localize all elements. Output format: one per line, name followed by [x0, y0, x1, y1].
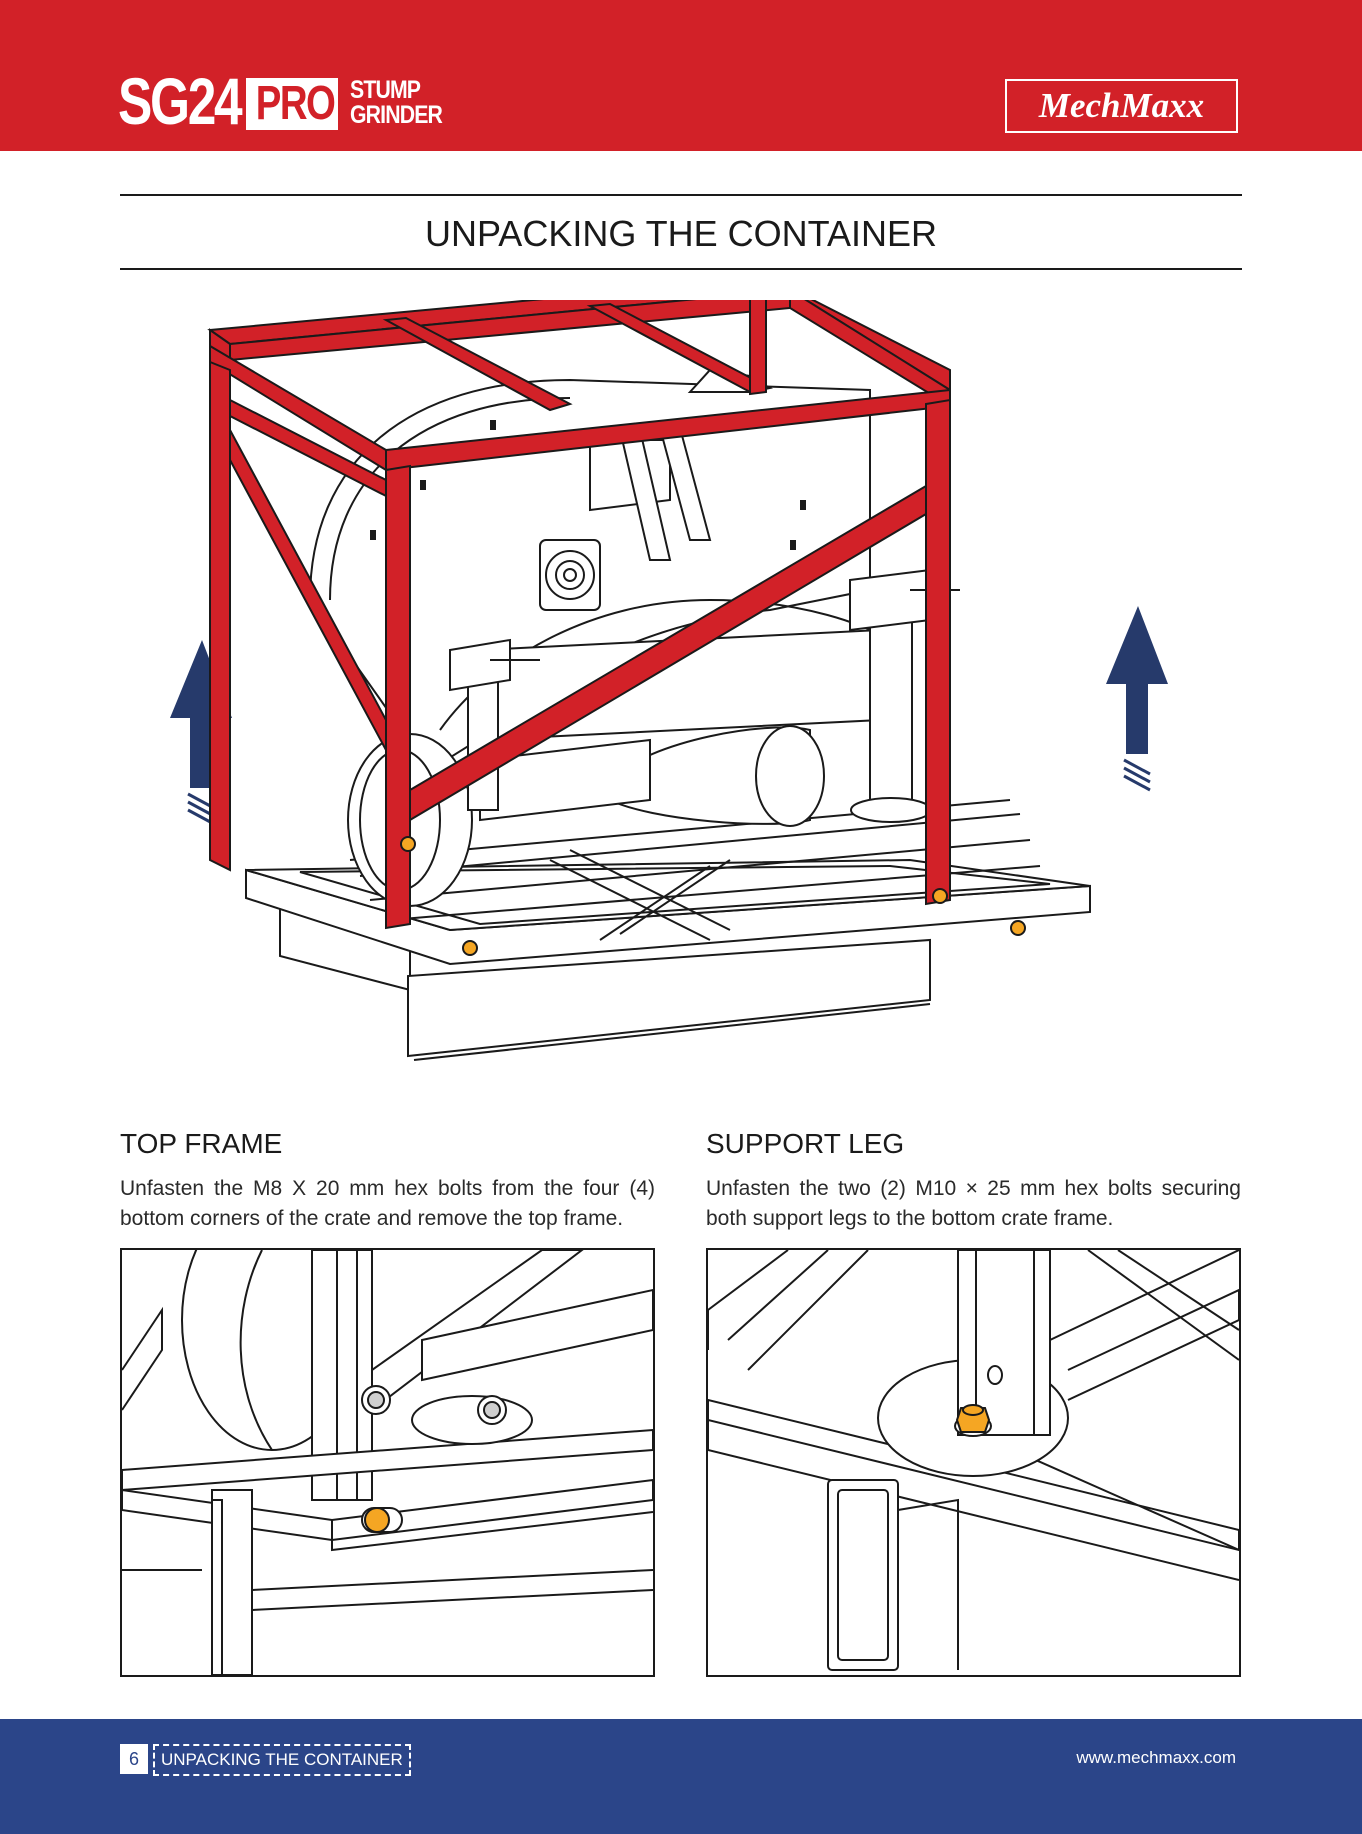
- logo-model: SG24: [118, 64, 243, 138]
- detail-image-top-frame: [120, 1248, 655, 1677]
- page-header: SG24 PRO STUMP GRINDER MechMaxx: [0, 0, 1362, 151]
- logo-subtitle: STUMP GRINDER: [350, 78, 458, 128]
- section-title-support-leg: SUPPORT LEG: [706, 1128, 905, 1159]
- hex-bolt-icon: [462, 940, 478, 956]
- hex-bolt-icon: [400, 836, 416, 852]
- hex-bolt-icon: [361, 1385, 391, 1415]
- hex-bolt-icon: [932, 888, 948, 904]
- section-text-support-leg: Unfasten the two (2) M10 × 25 mm hex bol…: [706, 1177, 1241, 1230]
- hex-bolt-icon: [361, 1507, 403, 1533]
- page-title: UNPACKING THE CONTAINER: [424, 213, 938, 254]
- section-title-top-frame: TOP FRAME: [120, 1128, 283, 1159]
- section-text-top-frame: Unfasten the M8 X 20 mm hex bolts from t…: [120, 1177, 655, 1230]
- detail-image-support-leg: [706, 1248, 1241, 1677]
- logo-pro-text: PRO: [255, 77, 336, 130]
- logo-subtitle-line1: STUMP: [350, 76, 421, 104]
- page-number: 6: [120, 1744, 148, 1774]
- up-arrow-icon: [1106, 606, 1168, 792]
- hex-bolt-icon: [477, 1395, 507, 1425]
- hex-bolt-icon: [1010, 920, 1026, 936]
- hex-bolt-icon: [954, 1404, 992, 1437]
- logo-pro-badge: PRO: [246, 78, 338, 130]
- page-footer: [0, 1719, 1362, 1834]
- footer-section-label: UNPACKING THE CONTAINER: [153, 1744, 411, 1776]
- title-rule-top: [120, 194, 1242, 196]
- footer-website-link[interactable]: www.mechmaxx.com: [1076, 1748, 1236, 1767]
- logo-subtitle-line2: GRINDER: [350, 101, 443, 129]
- crate-illustration: [150, 276, 1212, 1080]
- title-rule-bottom: [120, 268, 1242, 270]
- brand-logo: MechMaxx: [1005, 79, 1238, 133]
